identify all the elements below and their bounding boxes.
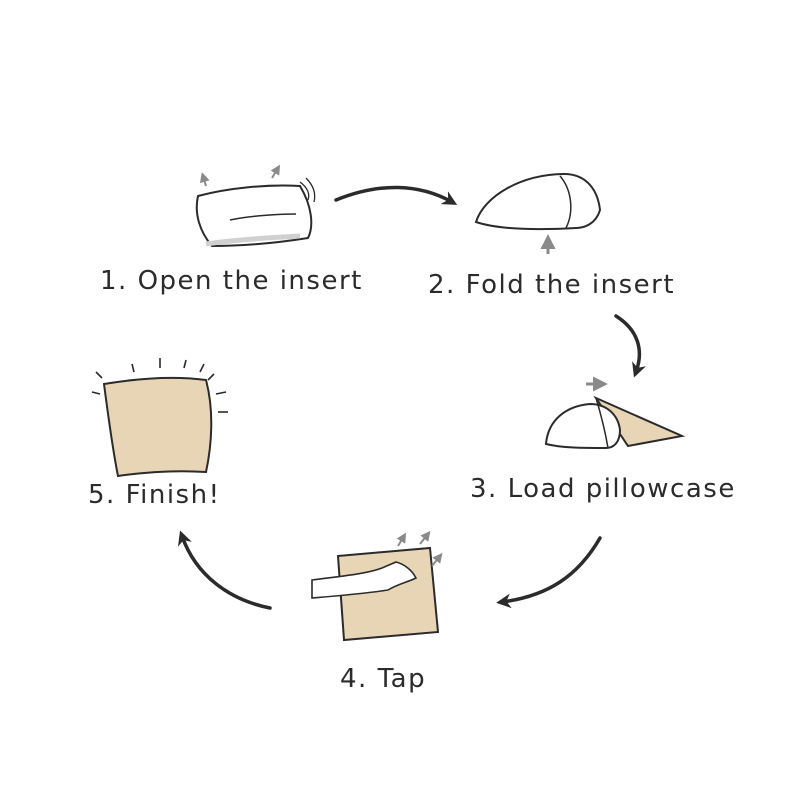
hand-tapping-pillow-icon: [311, 530, 443, 642]
finished-pillow-icon: [91, 358, 228, 478]
flow-arrow-1-to-2: [334, 185, 458, 205]
step-2-label: 2. Fold the insert: [428, 270, 676, 300]
step-4-label: 4. Tap: [340, 664, 427, 694]
flow-arrow-3-to-4: [496, 536, 602, 609]
flow-arrow-2-to-3: [614, 314, 646, 378]
step-5-label: 5. Finish!: [88, 480, 221, 510]
folded-insert-icon: [474, 172, 602, 254]
flow-arrow-4-to-5: [177, 530, 272, 610]
pillow-insert-icon: [195, 164, 316, 248]
insert-into-case-icon: [544, 376, 686, 450]
step-1-label: 1. Open the insert: [100, 266, 363, 296]
step-3-label: 3. Load pillowcase: [470, 474, 736, 504]
